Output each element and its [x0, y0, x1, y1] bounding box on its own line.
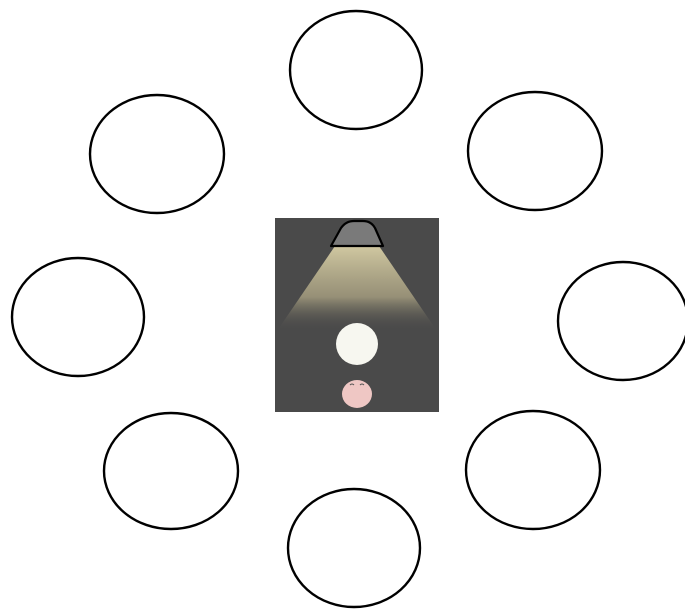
empty-circle-bottom-right — [466, 411, 600, 529]
center-scene — [275, 218, 439, 412]
empty-circle-right — [558, 262, 685, 380]
empty-circle-top-left — [90, 95, 224, 213]
ball-icon — [336, 323, 378, 365]
face-icon — [342, 380, 372, 408]
empty-circle-left — [12, 258, 144, 376]
empty-circle-top — [290, 11, 422, 129]
empty-circle-bottom — [288, 489, 420, 607]
empty-circle-top-right — [468, 92, 602, 210]
empty-circle-bottom-left — [104, 413, 238, 529]
